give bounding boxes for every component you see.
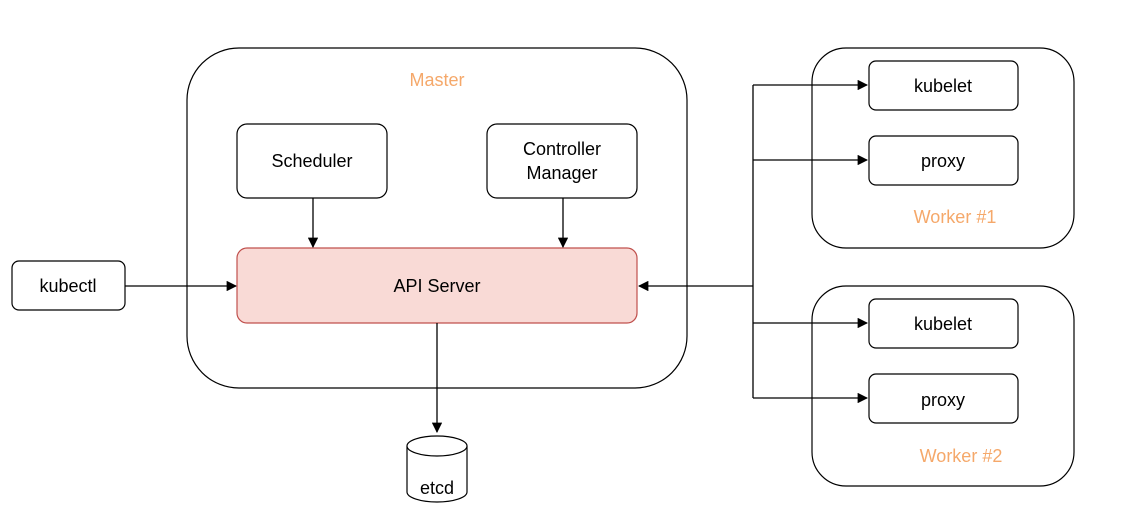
- scheduler-node[interactable]: Scheduler: [236, 123, 388, 199]
- worker2-group-label: Worker #2: [920, 446, 1003, 466]
- api-server-label: API Server: [393, 276, 480, 296]
- worker1-proxy-node[interactable]: proxy: [868, 135, 1019, 186]
- worker2-proxy-node[interactable]: proxy: [868, 373, 1019, 424]
- scheduler-label: Scheduler: [271, 151, 352, 171]
- etcd-node[interactable]: etcd: [406, 435, 468, 503]
- etcd-cylinder-top: [406, 435, 468, 457]
- worker2-kubelet-node[interactable]: kubelet: [868, 298, 1019, 349]
- controller-manager-label-line1: Controller: [523, 139, 601, 159]
- worker1-group-label: Worker #1: [914, 207, 997, 227]
- worker1-proxy-label: proxy: [921, 151, 965, 171]
- kubectl-label: kubectl: [39, 276, 96, 296]
- worker1-kubelet-box[interactable]: [868, 60, 1019, 111]
- controller-manager-box[interactable]: [486, 123, 638, 199]
- etcd-label: etcd: [420, 478, 454, 498]
- api-server-node[interactable]: API Server: [236, 247, 638, 324]
- etcd-cylinder-body[interactable]: [406, 446, 468, 503]
- worker2-proxy-label: proxy: [921, 390, 965, 410]
- controller-manager-label-line2: Manager: [526, 163, 597, 183]
- kubectl-node[interactable]: kubectl: [11, 260, 126, 311]
- worker1-proxy-box[interactable]: [868, 135, 1019, 186]
- controller-manager-node[interactable]: Controller Manager: [486, 123, 638, 199]
- worker1-kubelet-node[interactable]: kubelet: [868, 60, 1019, 111]
- worker2-proxy-box[interactable]: [868, 373, 1019, 424]
- worker2-kubelet-label: kubelet: [914, 314, 972, 334]
- master-group-label: Master: [409, 70, 464, 90]
- scheduler-box[interactable]: [236, 123, 388, 199]
- worker1-kubelet-label: kubelet: [914, 76, 972, 96]
- edges: [125, 79, 869, 434]
- worker2-kubelet-box[interactable]: [868, 298, 1019, 349]
